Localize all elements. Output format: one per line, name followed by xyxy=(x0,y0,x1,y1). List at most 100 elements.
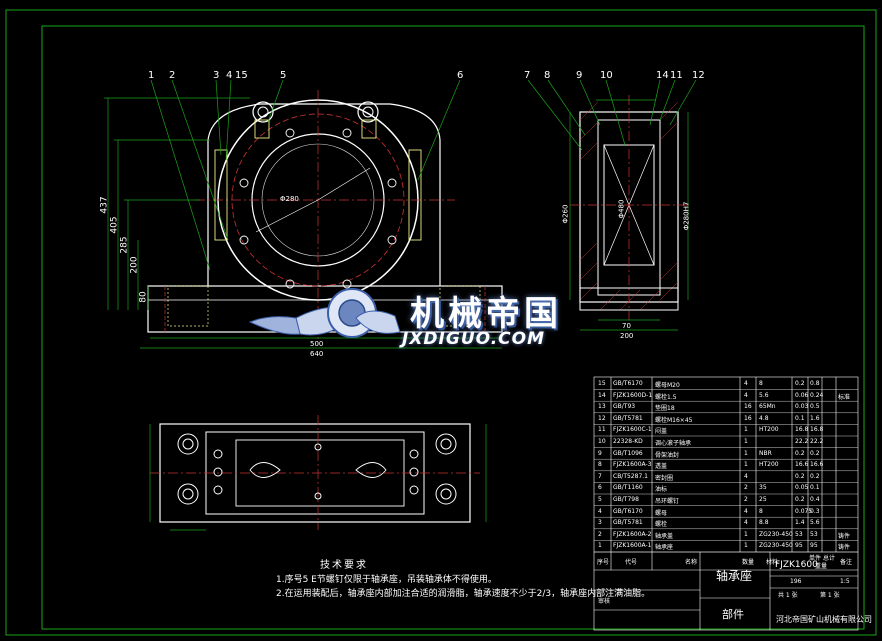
bom-cell-note: 铸件 xyxy=(838,532,851,540)
bom-cell-w: 16.8 xyxy=(795,426,809,434)
bom-cell-no: 6 xyxy=(598,484,602,492)
bom-cell-qty: 1 xyxy=(744,461,748,469)
part-number: 4 xyxy=(226,70,233,81)
bom-cell-name: 螺栓 xyxy=(655,521,668,529)
bom-cell-w: 0.06 xyxy=(795,391,809,399)
bom-cell-no: 13 xyxy=(598,403,606,411)
bom-cell-no: 15 xyxy=(598,380,606,387)
bom-cell-mat: 65Mn xyxy=(759,403,776,411)
bom-cell-name: 轴承座 xyxy=(655,544,674,552)
part-number: 9 xyxy=(576,70,583,81)
bom-cell-no: 2 xyxy=(598,530,602,538)
bom-cell-code: GB/T1160 xyxy=(613,484,643,492)
bom-header-cell: 代号 xyxy=(625,559,638,566)
bom-cell-mat: 8.8 xyxy=(759,519,769,527)
bom-cell-name: 吊环螺钉 xyxy=(655,498,680,505)
bom-cell-mat: 8 xyxy=(759,380,763,387)
bom-cell-no: 8 xyxy=(598,461,602,469)
bom-cell-no: 14 xyxy=(598,391,606,399)
bom-cell-w: 0.2 xyxy=(795,449,805,457)
dimension-label: 200 xyxy=(129,256,140,274)
bom-cell-tw: 1.6 xyxy=(810,414,820,422)
bom-cell-code: FJZK1600A-1 xyxy=(613,542,652,550)
bom-cell-qty: 16 xyxy=(744,414,752,422)
bom-cell-mat: 5.6 xyxy=(759,391,769,399)
bom-cell-mat: ZG230-450 xyxy=(759,542,793,550)
bom-cell-name: 螺母M20 xyxy=(655,382,680,389)
bom-header-cell: 数量 xyxy=(742,559,755,566)
bom-cell-mat: NBR xyxy=(759,449,772,457)
bom-header-cell: 重量 xyxy=(815,563,828,570)
bom-cell-qty: 4 xyxy=(744,507,748,515)
bom-cell-no: 9 xyxy=(598,449,602,457)
bom-cell-qty: 4 xyxy=(744,472,748,480)
bom-cell-w: 1.4 xyxy=(795,519,805,527)
bom-cell-tw: 0.3 xyxy=(810,507,820,515)
part-number: 15 xyxy=(235,70,248,81)
bom-cell-code: 22328-KD xyxy=(613,438,643,445)
watermark-logo xyxy=(248,288,401,338)
bom-cell-tw: 22.2 xyxy=(810,438,824,445)
bom-cell-code: FJZK1600A-3 xyxy=(613,461,652,469)
bom-cell-name: 螺栓M16×45 xyxy=(655,416,693,424)
bom-cell-tw: 0.1 xyxy=(810,484,820,492)
bom-cell-tw: 16.8 xyxy=(810,426,824,434)
bom-cell-no: 7 xyxy=(598,472,602,480)
dimension-label: 80 xyxy=(138,291,149,303)
part-number: 14 xyxy=(656,70,669,81)
bom-header-cell: 名称 xyxy=(685,559,698,566)
requirement-item: 2.在运用装配后，轴承座内部加注合适的润滑脂，轴承速度不少于2/3，轴承座内部注… xyxy=(276,589,651,599)
bom-cell-tw: 0.4 xyxy=(810,496,820,503)
bom-cell-no: 5 xyxy=(598,496,602,503)
top-view xyxy=(149,415,487,531)
bom-cell-name: 透盖 xyxy=(655,463,668,471)
watermark-url: JXDIGUO.COM xyxy=(402,329,546,349)
dimension-label: 405 xyxy=(109,216,120,234)
bom-cell-mat: 4.8 xyxy=(759,414,769,422)
scale-value: 1:5 xyxy=(840,578,850,585)
bom-cell-code: FJZK1600D-1 xyxy=(613,391,653,399)
part-number: 1 xyxy=(148,70,155,81)
bom-cell-tw: 0.8 xyxy=(810,380,820,387)
inner-frame xyxy=(41,25,865,630)
bom-cell-qty: 1 xyxy=(744,530,748,538)
part-number: 11 xyxy=(670,70,683,81)
part-number: 3 xyxy=(213,70,220,81)
bom-table-grid xyxy=(593,376,859,631)
bom-cell-code: FJZK1600C-1 xyxy=(613,426,652,434)
bom-header-cell: 总计 xyxy=(823,555,836,562)
bom-cell-code: CB/T5287.1 xyxy=(613,472,648,480)
bom-cell-code: GB/T93 xyxy=(613,403,636,411)
bom-cell-w: 95 xyxy=(795,542,803,550)
bom-cell-tw: 95 xyxy=(810,542,818,550)
bom-cell-name: 油标 xyxy=(655,486,668,494)
bom-cell-qty: 1 xyxy=(744,438,748,445)
bom-header-cell: 单件 xyxy=(809,555,822,562)
bom-cell-mat: 25 xyxy=(759,496,767,503)
bom-cell-tw: 0.24 xyxy=(810,391,824,399)
bom-cell-name: 轴承盖 xyxy=(655,532,674,540)
bom-cell-mat: 35 xyxy=(759,484,767,492)
dimension-label: 640 xyxy=(310,350,324,358)
sheet-index: 第 1 张 xyxy=(820,592,840,599)
part-number: 10 xyxy=(600,70,613,81)
watermark-title: 机械帝国 xyxy=(410,294,562,334)
bom-cell-qty: 16 xyxy=(744,403,752,411)
bom-cell-name: 调心滚子轴承 xyxy=(655,440,692,447)
bom-cell-qty: 4 xyxy=(744,519,748,527)
bom-cell-w: 53 xyxy=(795,530,803,538)
bom-cell-no: 12 xyxy=(598,414,606,422)
bom-cell-code: GB/T798 xyxy=(613,496,639,503)
part-number: 8 xyxy=(544,70,551,81)
requirement-item: 1.序号5 E节螺钉仅限于轴承座，吊装轴承体不得使用。 xyxy=(276,575,497,585)
outer-frame xyxy=(5,9,877,636)
sheet-count: 共 1 张 xyxy=(778,592,798,599)
front-view xyxy=(104,79,503,349)
bom-cell-code: GB/T5781 xyxy=(613,519,643,527)
bom-cell-tw: 53 xyxy=(810,530,818,538)
dimension-label: Φ280H7 xyxy=(682,201,691,231)
bom-header-cell: 材料 xyxy=(766,559,779,566)
bom-cell-code: GB/T6170 xyxy=(613,507,643,515)
bom-cell-no: 10 xyxy=(598,438,606,445)
